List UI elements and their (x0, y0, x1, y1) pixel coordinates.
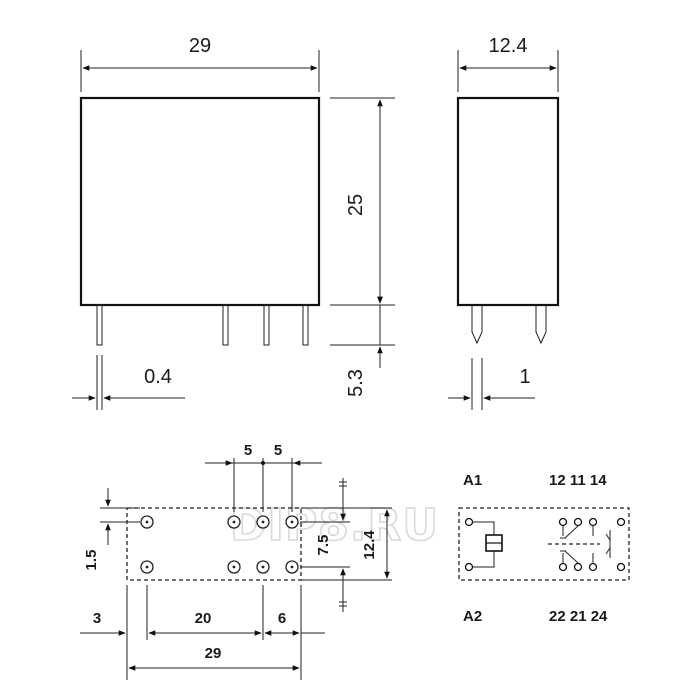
front-pin (263, 304, 270, 346)
side-pin (471, 305, 483, 345)
coil-terminal-a1: A1 (463, 472, 482, 489)
side-view: 12.4 1 (448, 35, 560, 410)
side-pin-width-label: 1 (519, 366, 530, 388)
spacing-20-label: 20 (195, 610, 212, 627)
wiring-schematic: A1 A2 12 11 14 22 21 24 (458, 472, 630, 625)
front-pin (96, 304, 103, 346)
schematic-outline (458, 507, 630, 581)
pin-width-label: 0.4 (144, 366, 172, 388)
margin-label: 3 (93, 610, 101, 627)
spacing-6-label: 6 (278, 610, 286, 627)
side-pin (535, 305, 547, 345)
coil-symbol (464, 517, 503, 572)
offset-label: 1.5 (83, 550, 100, 571)
footprint-outline (126, 507, 302, 581)
front-pin (302, 304, 309, 346)
overall-length-label: 29 (205, 645, 222, 662)
contact-terminals-bottom: 22 21 24 (549, 608, 608, 625)
contact-set-2 (558, 550, 598, 572)
coil-terminal-a2: A2 (463, 608, 482, 625)
height-label: 25 (345, 194, 367, 216)
pcb-layout: 5 5 1.5 3 20 6 29 7.5 12 (80, 442, 392, 680)
relay-body-side (456, 96, 560, 307)
pad-holes (140, 515, 299, 574)
contact-terminals-top: 12 11 14 (549, 472, 607, 489)
relay-body-front (79, 96, 321, 307)
width-label: 29 (189, 35, 211, 57)
row-spacing-label: 7.5 (315, 535, 332, 556)
pitch-label-1: 5 (244, 442, 252, 459)
pin-length-label: 5.3 (345, 369, 367, 397)
contact-set-1 (558, 517, 598, 539)
overall-width-label: 12.4 (361, 530, 378, 560)
front-view: 29 25 5.3 0.4 (72, 35, 395, 410)
pitch-label-2: 5 (274, 442, 282, 459)
depth-label: 12.4 (489, 35, 528, 57)
front-pin (222, 304, 229, 346)
contact-set-3 (605, 517, 626, 572)
